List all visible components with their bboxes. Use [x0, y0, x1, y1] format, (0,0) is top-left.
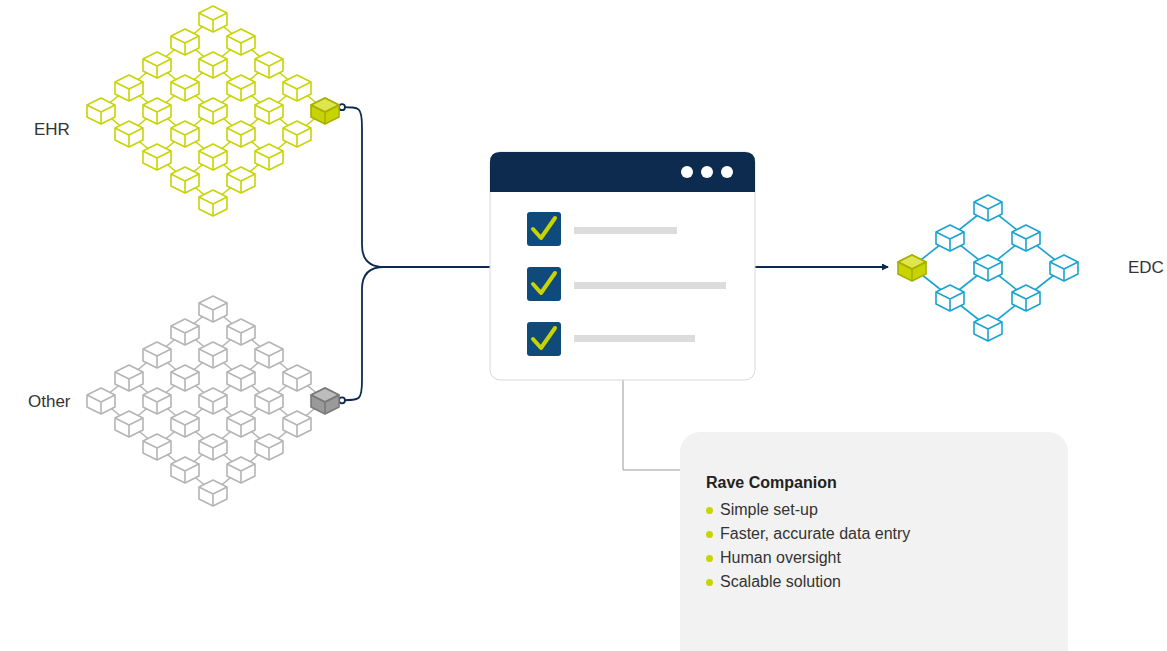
system-label: Other	[28, 392, 71, 412]
app-window	[490, 152, 755, 380]
bullet-item: Scalable solution	[706, 570, 1042, 594]
edc-cluster: EDC	[888, 200, 1160, 335]
connector-port	[339, 104, 345, 110]
system-label: EDC	[1128, 258, 1164, 278]
cube-cluster	[898, 195, 1078, 341]
cube-cluster	[87, 6, 339, 216]
bullet-item: Human oversight	[706, 546, 1042, 570]
callout-box: Rave CompanionSimple set-upFaster, accur…	[680, 432, 1068, 651]
bullet-item: Faster, accurate data entry	[706, 522, 1042, 546]
checkbox-rows	[527, 212, 726, 356]
cube-cluster	[87, 296, 339, 506]
connector-port	[339, 397, 345, 403]
callout-heading: Rave Companion	[706, 474, 1042, 492]
other-cluster: Other	[20, 300, 342, 518]
bullet-item: Simple set-up	[706, 498, 1042, 522]
system-label: EHR	[34, 120, 70, 140]
ehr-cluster: EHR	[20, 20, 342, 238]
cube-clusters	[87, 6, 1078, 506]
